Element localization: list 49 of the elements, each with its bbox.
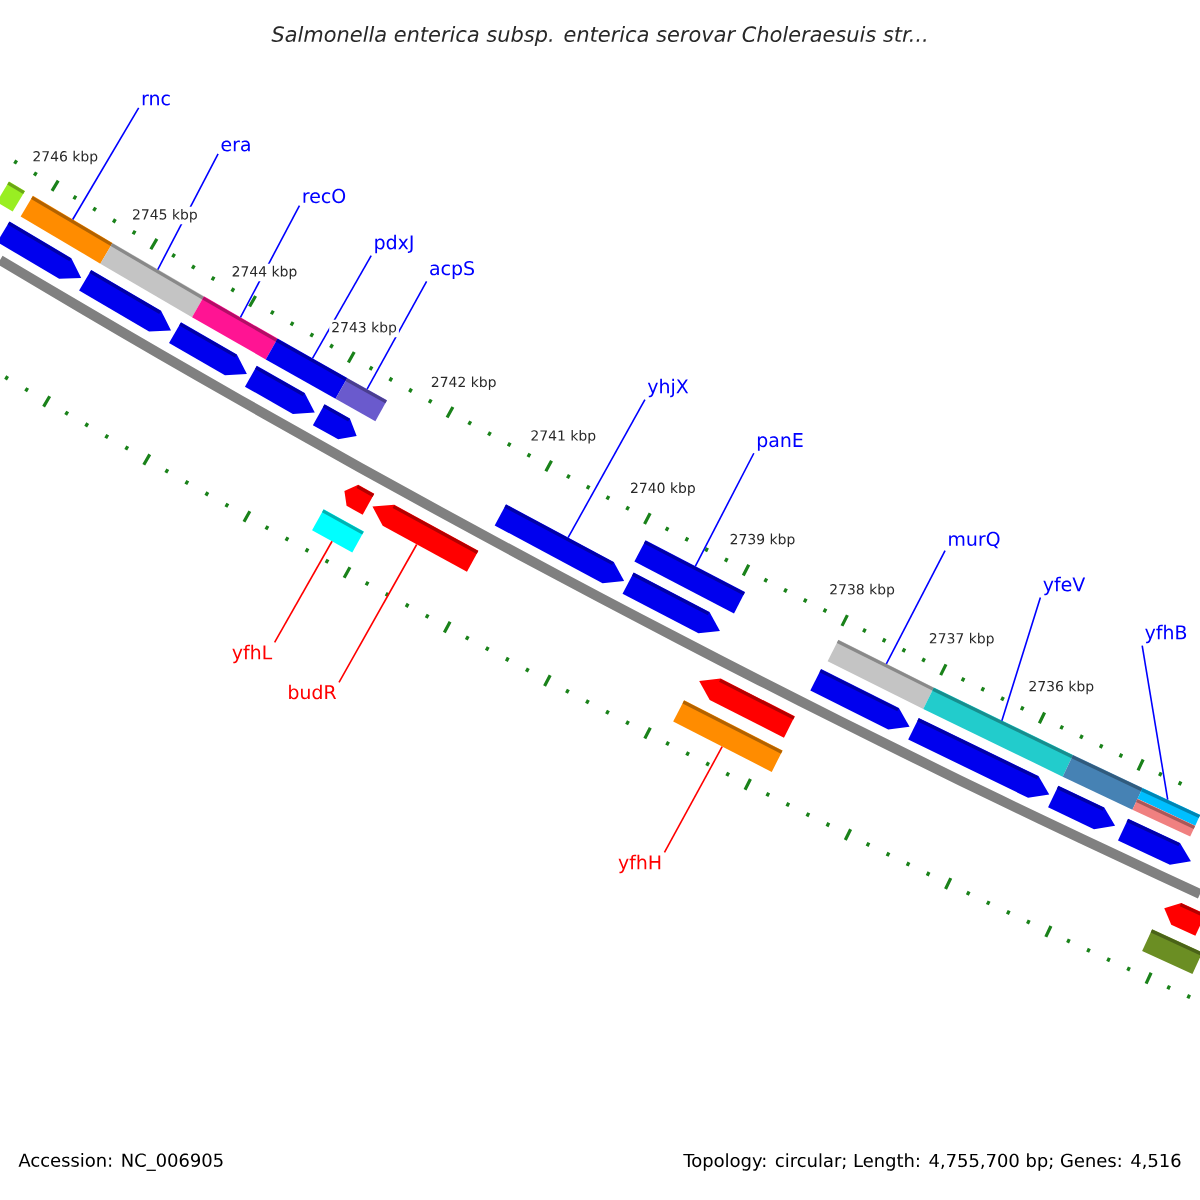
leader-line bbox=[366, 280, 428, 390]
gene-block bbox=[1048, 785, 1116, 830]
gene-label: yhjX bbox=[647, 378, 689, 398]
gene-block bbox=[622, 572, 720, 634]
gene-label: era bbox=[221, 140, 250, 152]
gene-block bbox=[494, 504, 625, 584]
gene-block bbox=[169, 322, 247, 376]
gene-label: budR bbox=[289, 684, 337, 700]
gene-block bbox=[312, 509, 364, 553]
gene-block bbox=[20, 195, 113, 264]
gene-block bbox=[827, 639, 934, 709]
gene-block bbox=[1142, 929, 1200, 975]
gene-block bbox=[0, 181, 25, 212]
gene-label: panE bbox=[757, 433, 803, 451]
leader-line bbox=[567, 398, 646, 539]
gene-block bbox=[1118, 818, 1191, 865]
gene-block bbox=[0, 221, 82, 279]
gene-block bbox=[192, 296, 278, 360]
gene-label: yfeV bbox=[1043, 576, 1086, 596]
gene-block bbox=[244, 365, 315, 414]
leader-line bbox=[311, 254, 372, 360]
gene-block bbox=[699, 678, 795, 738]
gene-label: recO bbox=[303, 188, 346, 204]
gene-label: yfhL bbox=[232, 644, 273, 664]
leader-line bbox=[71, 107, 140, 221]
gene-block bbox=[810, 669, 910, 730]
accession-text: Accession: NC_006905 bbox=[18, 1153, 223, 1171]
gene-label: yfhH bbox=[618, 854, 661, 874]
gene-block bbox=[100, 243, 205, 318]
leader-line bbox=[1141, 644, 1169, 801]
leader-line bbox=[273, 540, 333, 644]
gene-block bbox=[1164, 903, 1200, 936]
gene-label: yfhB bbox=[1145, 624, 1187, 644]
gene-block bbox=[372, 504, 479, 572]
leader-line bbox=[694, 452, 755, 568]
genome-info-text: Topology: circular; Length: 4,755,700 bp; Genes: 4,516 bbox=[683, 1153, 1181, 1171]
leader-line bbox=[1001, 596, 1042, 722]
leader-line bbox=[338, 543, 418, 684]
leader-line bbox=[885, 549, 946, 665]
gene-label: rnc bbox=[142, 94, 170, 106]
gene-block bbox=[335, 377, 388, 422]
leader-line bbox=[663, 745, 723, 854]
gene-block bbox=[312, 404, 357, 440]
gene-block bbox=[265, 338, 348, 399]
gene-label: acpS bbox=[430, 261, 474, 279]
gene-label: pdxJ bbox=[375, 234, 413, 254]
title: Salmonella enterica subsp. enterica serovar Choleraesuis str... bbox=[271, 25, 926, 47]
gene-block bbox=[344, 484, 375, 515]
gene-label: murQ bbox=[949, 531, 1000, 549]
